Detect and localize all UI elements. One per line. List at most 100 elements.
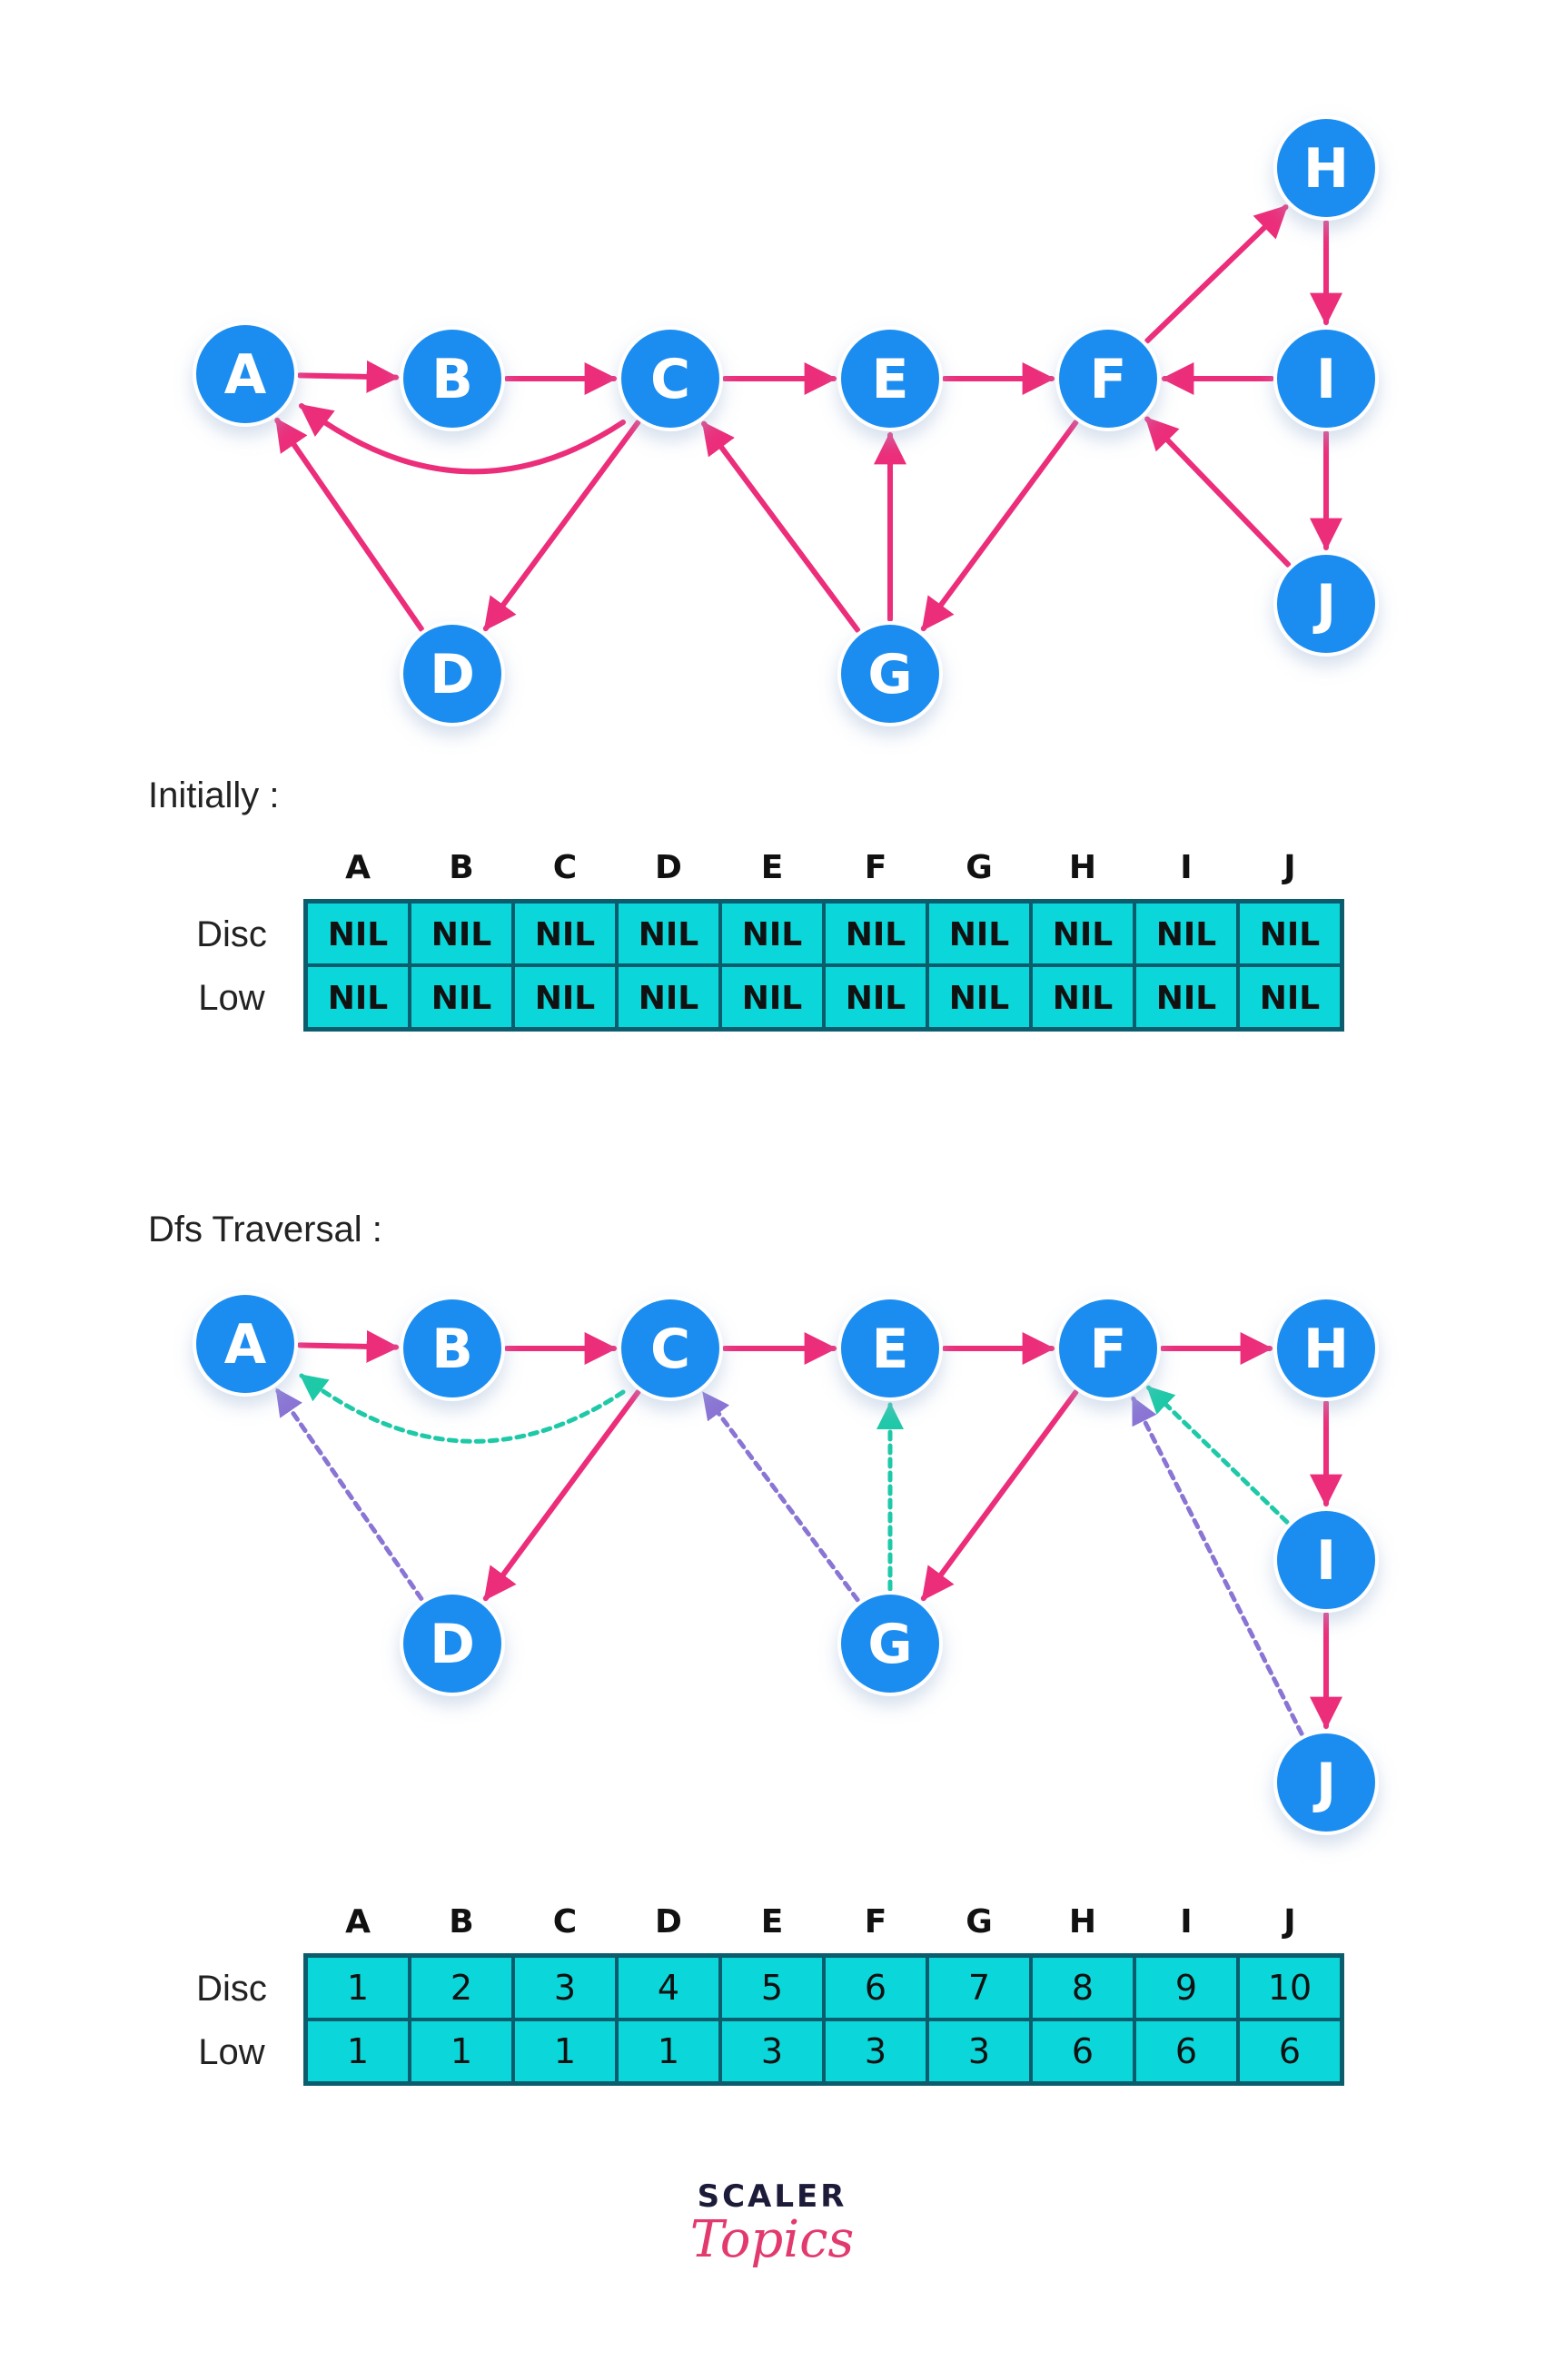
- dfs-cell-low-j: [1240, 2021, 1340, 2081]
- node-label: H: [1303, 1318, 1349, 1381]
- node-circle: [1273, 115, 1379, 221]
- node-circle: [618, 1296, 723, 1401]
- initial-col-header-e: E: [761, 849, 784, 886]
- initial-cell-disc-g: [929, 904, 1029, 963]
- initial-cell-low-f: [826, 967, 926, 1027]
- initial-cell-value-disc-e: NIL: [742, 916, 802, 953]
- initial-cell-low-d: [619, 967, 718, 1027]
- initial-cell-value-low-c: NIL: [535, 980, 595, 1017]
- dfs-cell-disc-j: [1240, 1958, 1340, 2018]
- dfs-cell-value-low-e: 3: [761, 2031, 783, 2071]
- dfs-cell-value-disc-b: 2: [451, 1968, 472, 2008]
- graph1-node-i: I: [1273, 326, 1379, 431]
- dfs-col-header-b: B: [449, 1903, 473, 1941]
- node-circle: [1055, 326, 1161, 431]
- brand-logo: SCALER Topics: [690, 2178, 855, 2269]
- dfs-col-header-a: A: [345, 1903, 371, 1941]
- dfs-col-header-i: I: [1180, 1903, 1192, 1941]
- initial-cell-disc-e: [722, 904, 822, 963]
- dfs-cell-value-disc-i: 9: [1175, 1968, 1197, 2008]
- node-circle: [837, 1296, 943, 1401]
- node-circle: [837, 1591, 943, 1696]
- dfs-cell-disc-c: [515, 1958, 615, 2018]
- initial-row-header-disc: Disc: [196, 914, 267, 954]
- dfs-node-e: E: [837, 1296, 943, 1401]
- dfs-col-header-h: H: [1069, 1903, 1096, 1941]
- dfs-edge-f-g: [920, 1389, 1079, 1602]
- initial-cell-value-low-j: NIL: [1260, 980, 1320, 1017]
- dfs-cell-value-low-h: 6: [1072, 2031, 1094, 2071]
- node-circle: [193, 321, 298, 427]
- dfs-row-header-low: Low: [198, 2032, 264, 2072]
- initial-cell-value-low-h: NIL: [1053, 980, 1113, 1017]
- initial-cell-value-disc-f: NIL: [846, 916, 906, 953]
- dfs-cell-disc-e: [722, 1958, 822, 2018]
- initial-cell-disc-f: [826, 904, 926, 963]
- initial-cell-value-disc-d: NIL: [639, 916, 698, 953]
- node-label: D: [430, 1613, 475, 1676]
- initial-col-header-c: C: [553, 849, 577, 886]
- dfs-col-header-e: E: [761, 1903, 784, 1941]
- node-circle: [618, 326, 723, 431]
- dfs-cell-value-disc-j: 10: [1268, 1968, 1312, 2008]
- dfs-node-h: H: [1273, 1296, 1379, 1401]
- graph1-edge-c-d: [482, 420, 641, 632]
- dfs-cell-value-disc-d: 4: [658, 1968, 679, 2008]
- node-label: B: [431, 348, 473, 411]
- node-label: F: [1090, 1318, 1127, 1381]
- node-label: J: [1312, 573, 1336, 637]
- initial-col-header-j: J: [1281, 849, 1295, 886]
- dfs-cell-disc-i: [1136, 1958, 1236, 2018]
- graph1-node-h: H: [1273, 115, 1379, 221]
- node-label: G: [867, 643, 912, 706]
- graph1-edge-j-f: [1144, 416, 1292, 568]
- node-circle: [400, 326, 505, 431]
- initial-section-label: Initially :: [148, 775, 280, 815]
- initial-col-header-h: H: [1069, 849, 1096, 886]
- dfs-node-c: C: [618, 1296, 723, 1401]
- initial-col-header-f: F: [865, 849, 887, 886]
- dfs-cell-low-g: [929, 2021, 1029, 2081]
- dfs-cell-low-e: [722, 2021, 822, 2081]
- initial-cell-disc-d: [619, 904, 718, 963]
- dfs-node-g: G: [837, 1591, 943, 1696]
- initial-cell-value-low-g: NIL: [949, 980, 1009, 1017]
- graph1-node-c: C: [618, 326, 723, 431]
- initial-col-header-b: B: [449, 849, 473, 886]
- node-label: C: [650, 1318, 690, 1381]
- dfs-col-header-d: D: [655, 1903, 682, 1941]
- graph1-edge-g-c: [701, 420, 861, 633]
- node-label: D: [430, 643, 475, 706]
- initial-cell-value-low-b: NIL: [431, 980, 491, 1017]
- dfs-cell-low-f: [826, 2021, 926, 2081]
- node-label: J: [1312, 1752, 1336, 1815]
- node-circle: [837, 326, 943, 431]
- node-label: E: [872, 348, 909, 411]
- initial-cell-value-low-a: NIL: [328, 980, 388, 1017]
- initial-col-header-d: D: [655, 849, 682, 886]
- graph1-node-b: B: [400, 326, 505, 431]
- dfs-edge-a-b: [296, 1329, 400, 1363]
- dfs-edge-j-f: [1131, 1396, 1304, 1736]
- dfs-cell-value-disc-c: 3: [554, 1968, 576, 2008]
- dfs-cell-disc-f: [826, 1958, 926, 2018]
- dfs-node-b: B: [400, 1296, 505, 1401]
- node-label: G: [867, 1613, 912, 1676]
- dfs-node-d: D: [400, 1591, 505, 1696]
- node-label: C: [650, 348, 690, 411]
- dfs-edge-c-a: [299, 1373, 626, 1444]
- initial-cell-value-low-d: NIL: [639, 980, 698, 1017]
- dfs-edge-d-a: [274, 1388, 424, 1602]
- node-label: I: [1316, 348, 1336, 411]
- initial-cell-value-disc-i: NIL: [1156, 916, 1216, 953]
- dfs-cell-disc-a: [308, 1958, 408, 2018]
- dfs-cell-low-d: [619, 2021, 718, 2081]
- dfs-col-header-g: G: [966, 1903, 993, 1941]
- graph1-node-g: G: [837, 621, 943, 726]
- node-circle: [400, 1591, 505, 1696]
- initial-cell-value-disc-j: NIL: [1260, 916, 1320, 953]
- dfs-col-header-j: J: [1281, 1903, 1295, 1941]
